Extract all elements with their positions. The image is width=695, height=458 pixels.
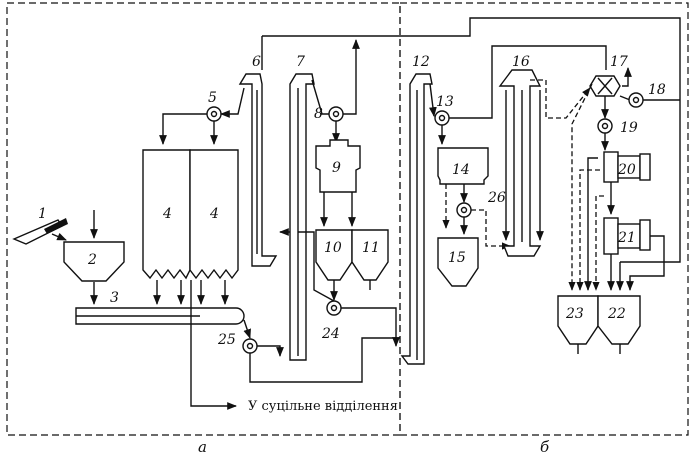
label-2: 2 [87,252,97,268]
scale-19-inner [601,122,609,130]
scale-18-inner [632,96,640,104]
elevator-12 [400,73,433,365]
elevator-16 [498,69,542,257]
flow-to-22 [626,235,665,291]
flow-26-to-16 [471,209,511,250]
label-26: 26 [487,190,506,206]
label-22: 22 [607,306,626,322]
label-18: 18 [648,82,666,98]
flow-12-to-13 [429,83,437,117]
dashed-line-1 [568,83,593,291]
flow-20-to-23 [584,157,598,291]
section-b-frame [399,2,689,436]
scale-5-inner [210,110,218,118]
dashed-line-3 [592,195,604,291]
flow-to-continuous-section [190,280,237,410]
label-16: 16 [512,54,530,70]
label-5: 5 [208,90,217,106]
flow-25-to-7 [257,345,284,357]
scale-25-inner [246,342,254,350]
section-label-a: а [198,438,207,456]
exhaust-8 [343,39,360,115]
grinder-20 [603,151,651,183]
filter-17 [589,75,621,97]
label-19: 19 [620,120,638,136]
label-9: 9 [332,160,341,176]
elevator-7 [289,73,315,361]
flow-25-to-12 [249,337,400,383]
label-4-right: 4 [209,206,219,222]
flow-1-to-2 [51,232,67,241]
section-label-b: б [540,438,550,456]
bin-11 [351,229,389,281]
separator-9 [315,139,361,193]
flow-6-to-5 [220,87,245,118]
label-7: 7 [296,54,305,70]
receiving-hopper-2 [63,241,125,282]
continuous-section-caption: У суцільне відділення [248,399,398,414]
label-13: 13 [436,94,454,110]
flow-16-to-17 [530,79,591,119]
label-6: 6 [252,54,261,70]
label-12: 12 [412,54,430,70]
label-21: 21 [617,230,636,246]
flow-13-to-16 [449,45,607,119]
elevator-6 [238,73,278,267]
feed-bunker-1 [12,218,68,245]
label-4-left: 4 [162,206,172,222]
label-8: 8 [314,106,323,122]
flow-24-to-return [298,231,335,302]
label-15: 15 [448,250,466,266]
bin-15 [437,237,479,287]
dashed-line-2 [576,169,600,291]
scale-26-inner [460,206,468,214]
flow-7-to-8 [311,79,329,115]
label-1: 1 [38,206,47,222]
label-24: 24 [321,326,340,342]
label-14: 14 [452,162,470,178]
flow-5-to-silos [159,113,207,145]
label-17: 17 [610,54,628,70]
label-23: 23 [565,306,584,322]
scale-8-inner [332,110,340,118]
flow-conveyor-to-25 [243,319,251,339]
scale-24-inner [330,304,338,312]
silo-4-right [189,149,239,280]
scale-13-inner [438,114,446,122]
label-25: 25 [217,332,236,348]
label-20: 20 [617,162,636,178]
exhaust-17 [622,67,632,87]
conveyor-3 [75,307,245,325]
label-11: 11 [362,240,380,256]
unit-14 [437,147,489,185]
label-10: 10 [324,240,342,256]
grinder-21 [603,217,651,255]
label-3: 3 [110,290,119,306]
bin-22 [597,295,641,345]
top-transfer-line [262,17,681,263]
flow-24-to-12 [341,307,400,347]
